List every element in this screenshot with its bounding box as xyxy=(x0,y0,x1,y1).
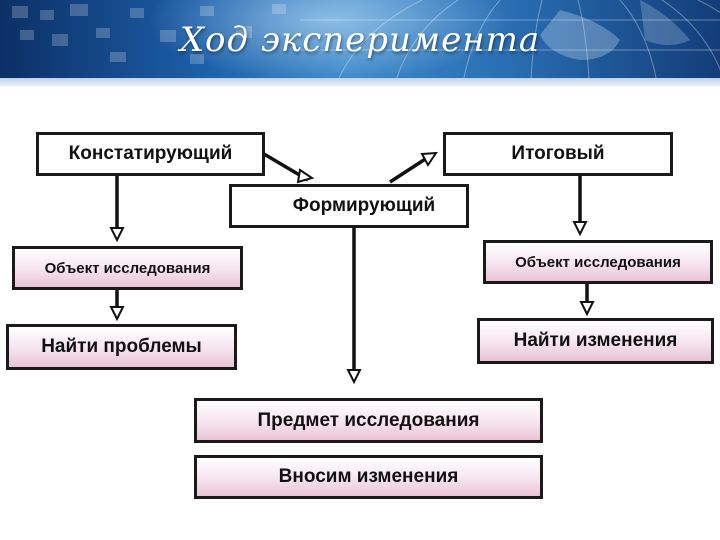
stage-ascertaining-box: Констатирующий xyxy=(36,132,265,176)
center-action-label: Вносим изменения xyxy=(278,466,459,487)
right-object-label: Объект исследования xyxy=(515,253,681,271)
left-object-label: Объект исследования xyxy=(44,259,211,277)
header-band xyxy=(0,78,720,86)
stage-final-box: Итоговый xyxy=(443,132,673,176)
stage-final-label: Итоговый xyxy=(511,143,605,164)
right-action-box: Найти изменения xyxy=(477,318,714,364)
center-subject-box: Предмет исследования xyxy=(194,398,543,443)
arrowhead xyxy=(109,227,125,243)
center-action-box: Вносим изменения xyxy=(194,455,543,499)
left-action-label: Найти проблемы xyxy=(41,336,202,357)
center-subject-label: Предмет исследования xyxy=(257,409,480,431)
arrowhead xyxy=(346,369,362,385)
arrow-forming-to-final xyxy=(389,154,431,184)
stage-ascertaining-label: Констатирующий xyxy=(68,143,233,164)
globe-graphic xyxy=(12,0,720,78)
arrowhead xyxy=(296,168,315,184)
stage-forming-label: Формирующий xyxy=(292,195,436,216)
left-object-box: Объект исследования xyxy=(12,246,243,290)
stage-forming-box: Формирующий xyxy=(229,184,469,228)
arrowhead xyxy=(579,301,595,317)
banner-glow xyxy=(0,0,720,78)
right-action-label: Найти изменения xyxy=(513,330,678,351)
header-banner: Ход эксперимента xyxy=(0,0,720,78)
arrowhead xyxy=(572,221,588,237)
slide-title: Ход эксперимента xyxy=(179,20,541,60)
arrowhead xyxy=(109,306,125,322)
arrowhead xyxy=(420,151,438,167)
right-object-box: Объект исследования xyxy=(483,240,713,284)
left-action-box: Найти проблемы xyxy=(6,324,237,370)
